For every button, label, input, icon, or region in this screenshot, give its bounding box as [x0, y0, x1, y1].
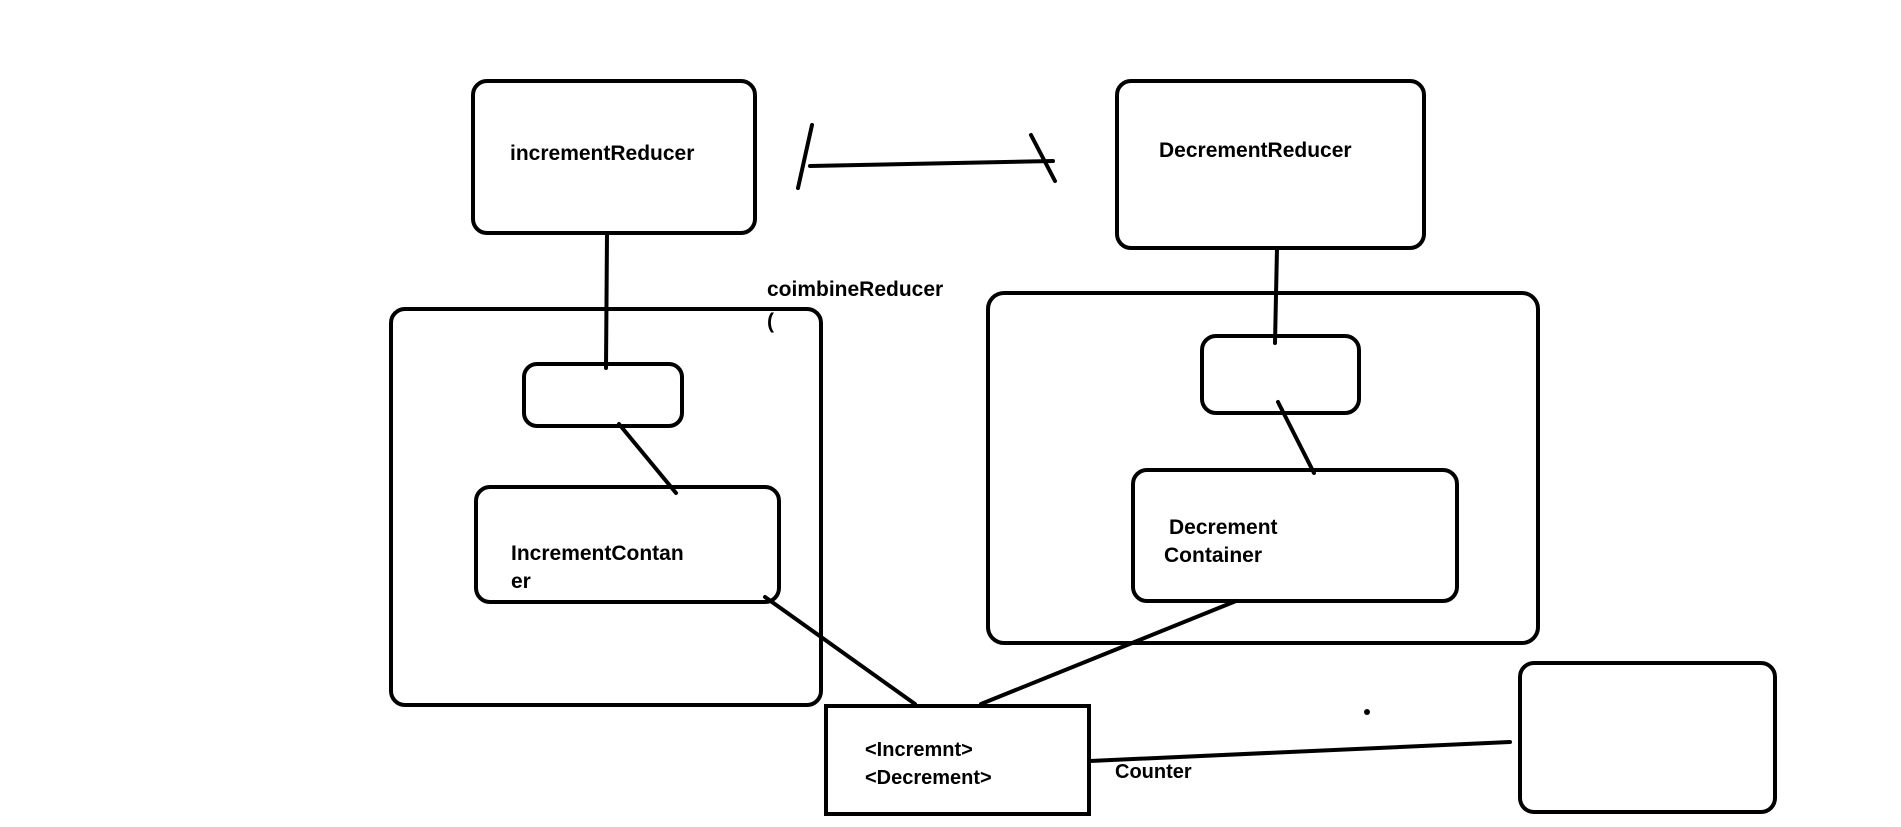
decrement-reducer-box	[1115, 79, 1426, 250]
stray-dot	[1364, 709, 1370, 715]
increment-reducer-link	[604, 232, 609, 370]
decrement-container-label-line1: Decrement	[1169, 516, 1278, 539]
counter-link	[1088, 740, 1512, 763]
increment-container-label-line1: IncrementContan	[511, 542, 684, 565]
increment-reducer-box	[471, 79, 757, 235]
increment-connector-box	[522, 362, 684, 428]
decrement-group-box	[986, 291, 1540, 645]
decrement-container-box	[1131, 468, 1459, 603]
decrement-container-label-line2: Container	[1164, 544, 1262, 567]
decrement-reducer-link	[1273, 246, 1279, 345]
decrement-connector-box	[1200, 334, 1361, 415]
combine-reducer-paren: (	[767, 310, 774, 333]
decrement-container-link	[1276, 400, 1316, 475]
counter-component-label-line2: <Decrement>	[865, 767, 992, 789]
decrement-to-counter-link	[979, 599, 1238, 706]
increment-container-label-line2: er	[511, 570, 531, 593]
increment-container-box	[474, 485, 781, 604]
decrement-reducer-label: DecrementReducer	[1159, 139, 1352, 162]
increment-to-counter-link	[763, 595, 917, 706]
reducer-connector-start-tick	[796, 123, 814, 190]
increment-container-link	[617, 422, 678, 495]
counter-label: Counter	[1115, 761, 1192, 783]
reducer-connector-line	[808, 159, 1055, 168]
counter-box	[1518, 661, 1777, 814]
reducer-connector-end-tick	[1029, 133, 1057, 183]
combine-reducer-label: coimbineReducer	[767, 278, 943, 301]
increment-reducer-label: incrementReducer	[510, 142, 694, 165]
counter-component-label-line1: <Incremnt>	[865, 739, 973, 761]
